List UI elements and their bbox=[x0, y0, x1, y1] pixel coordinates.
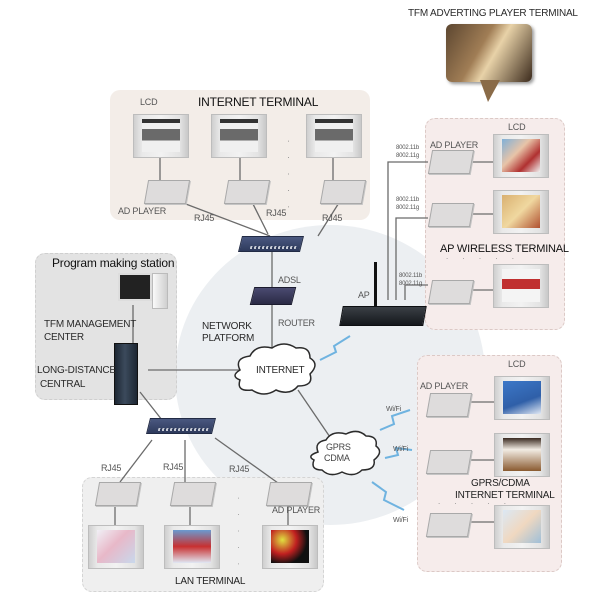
gprs-label-1: GPRS bbox=[326, 442, 351, 452]
router-icon bbox=[249, 287, 297, 305]
lcd-screen-icon bbox=[493, 190, 549, 234]
cable-ap-1 bbox=[387, 161, 428, 300]
lcd-screen-icon bbox=[306, 114, 362, 158]
wifi-label: Wi/Fi bbox=[393, 446, 408, 453]
network-platform-label-2: PLATFORM bbox=[202, 333, 255, 344]
management-center-label-1: TFM MANAGEMENT bbox=[44, 319, 137, 330]
internet-terminal-title: INTERNET TERMINAL bbox=[198, 95, 319, 109]
speech-bubble-tail-icon bbox=[480, 80, 500, 102]
lan-switch-icon bbox=[146, 418, 216, 434]
rj45-label: RJ45 bbox=[322, 213, 343, 223]
lcd-screen-icon bbox=[493, 134, 549, 178]
cable-ap-2 bbox=[395, 217, 428, 300]
wireless-ap-internet-icon bbox=[319, 335, 351, 361]
lan-terminal-title: LAN TERMINAL bbox=[175, 576, 246, 587]
ad-player-icon bbox=[265, 482, 313, 506]
gprs-cdma-cloud-icon bbox=[310, 430, 381, 476]
rj45-label: RJ45 bbox=[229, 464, 250, 474]
gprs-terminal-player-label: AD PLAYER bbox=[420, 381, 469, 391]
link-label: 8002.11b bbox=[396, 197, 419, 203]
cable-ap-3 bbox=[404, 284, 428, 300]
wifi-label: Wi/Fi bbox=[386, 406, 401, 413]
lcd-screen-icon bbox=[164, 525, 220, 569]
management-center-label-2: CENTER bbox=[44, 332, 84, 343]
wireless-wifi-3-icon bbox=[371, 481, 405, 511]
rj45-label: RJ45 bbox=[266, 208, 287, 218]
internet-cloud-icon bbox=[234, 343, 316, 395]
internet-terminal-player-label: AD PLAYER bbox=[118, 206, 167, 216]
link-label: 8002.11b bbox=[399, 273, 422, 279]
ap-wireless-terminal-title: AP WIRELESS TERMINAL bbox=[440, 243, 569, 255]
link-label: 8002.11g bbox=[396, 205, 419, 211]
lcd-screen-icon bbox=[211, 114, 267, 158]
gprs-terminal-title-2: INTERNET TERMINAL bbox=[455, 490, 555, 501]
link-label: 8002.11g bbox=[399, 281, 422, 287]
cable-rj45-1 bbox=[169, 197, 271, 237]
ad-player-icon bbox=[223, 180, 271, 204]
cable-rj45-2 bbox=[249, 197, 269, 235]
gprs-terminal-title-1: GPRS/CDMA bbox=[471, 478, 530, 489]
cable-lan-rj45-3 bbox=[214, 437, 279, 484]
ad-player-icon bbox=[94, 482, 142, 506]
router-label: ROUTER bbox=[278, 318, 315, 328]
rj45-label: RJ45 bbox=[194, 213, 215, 223]
network-platform-label-1: NETWORK bbox=[202, 321, 252, 332]
link-label: 8002.11g bbox=[396, 153, 419, 159]
rj45-label: RJ45 bbox=[163, 462, 184, 472]
lcd-screen-icon bbox=[494, 505, 550, 549]
ap-terminal-player-label: AD PLAYER bbox=[430, 140, 479, 150]
wireless-access-point-icon bbox=[339, 306, 427, 326]
ad-player-icon bbox=[425, 513, 473, 537]
link-label: 8002.11b bbox=[396, 145, 419, 151]
ad-player-icon bbox=[319, 180, 367, 204]
ad-player-icon bbox=[427, 203, 475, 227]
internet-terminal-lcd-label: LCD bbox=[140, 97, 158, 107]
wireless-wifi-2-icon bbox=[384, 446, 413, 459]
internet-label: INTERNET bbox=[256, 365, 305, 376]
long-distance-central-label-2: CENTRAL bbox=[40, 379, 86, 390]
ap-label: AP bbox=[358, 290, 370, 300]
ap-terminal-ellipsis: . . . . . bbox=[446, 252, 521, 261]
ap-antenna-icon bbox=[374, 262, 377, 312]
gprs-label-2: CDMA bbox=[324, 453, 350, 463]
program-station-title: Program making station bbox=[52, 256, 175, 270]
ad-player-icon bbox=[427, 150, 475, 174]
network-switch-icon bbox=[238, 236, 304, 252]
pc-tower-icon bbox=[152, 273, 168, 309]
ad-player-icon bbox=[143, 180, 191, 204]
ad-player-icon bbox=[169, 482, 217, 506]
cable-rj45-3 bbox=[317, 197, 343, 237]
lcd-screen-icon bbox=[493, 264, 549, 308]
lcd-screen-icon bbox=[494, 376, 550, 420]
cable-internet-gprs bbox=[297, 389, 333, 441]
wifi-label: Wi/Fi bbox=[393, 517, 408, 524]
server-icon bbox=[114, 343, 138, 405]
people-viewing-screen-photo-icon bbox=[446, 24, 532, 82]
ad-player-icon bbox=[427, 280, 475, 304]
cable-central-lan-switch bbox=[139, 391, 163, 421]
pc-monitor-icon bbox=[118, 273, 152, 301]
cable-lan-rj45-1 bbox=[119, 439, 153, 483]
rj45-label: RJ45 bbox=[101, 463, 122, 473]
wireless-wifi-1-icon bbox=[379, 409, 411, 431]
ad-player-icon bbox=[425, 393, 473, 417]
lcd-screen-icon bbox=[88, 525, 144, 569]
lcd-screen-icon bbox=[262, 525, 318, 569]
gprs-terminal-lcd-label: LCD bbox=[508, 359, 526, 369]
lcd-screen-icon bbox=[494, 433, 550, 477]
advert-terminal-title: TFM ADVERTING PLAYER TERMINAL bbox=[408, 8, 578, 19]
adsl-label: ADSL bbox=[278, 275, 301, 285]
lcd-screen-icon bbox=[133, 114, 189, 158]
internet-terminal-ellipsis: . . . . . bbox=[286, 140, 295, 215]
ad-player-icon bbox=[425, 450, 473, 474]
lan-terminal-ellipsis: . . . . . bbox=[236, 497, 245, 572]
long-distance-central-label-1: LONG-DISTANCE bbox=[37, 365, 116, 376]
ap-terminal-lcd-label: LCD bbox=[508, 122, 526, 132]
gprs-terminal-ellipsis: . . . . . bbox=[438, 497, 513, 506]
lan-terminal-player-label: AD PLAYER bbox=[272, 505, 321, 515]
